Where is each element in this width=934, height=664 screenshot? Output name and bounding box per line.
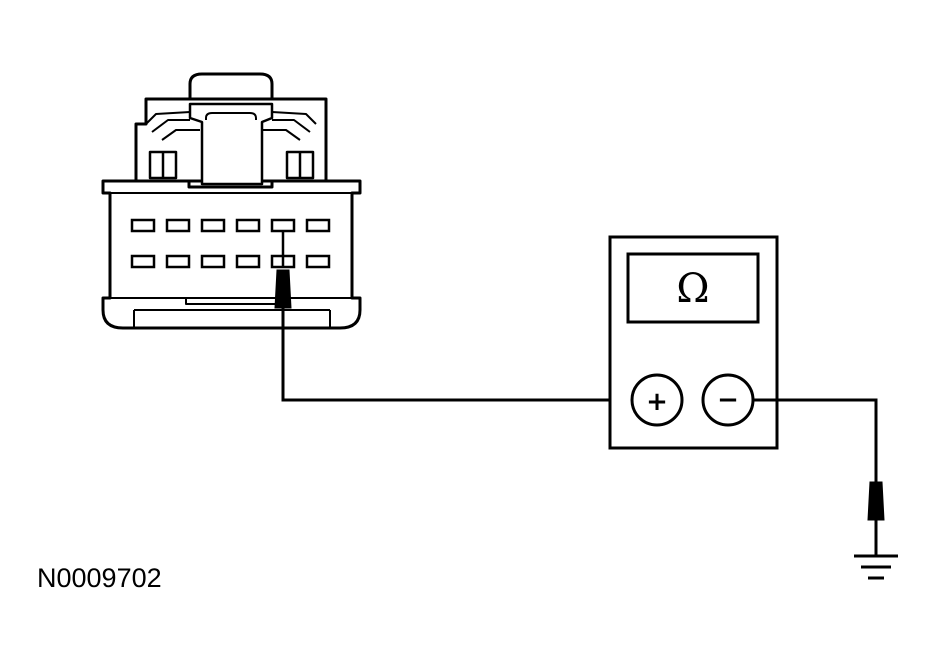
pin-cavity <box>270 218 296 233</box>
pin-cavities <box>130 218 331 269</box>
positive-terminal[interactable]: + <box>630 373 684 427</box>
pin-cavity <box>305 254 331 269</box>
meter-display <box>626 252 760 324</box>
pin-cavity <box>235 254 261 269</box>
pin-cavity <box>165 254 191 269</box>
connector-body <box>101 179 362 330</box>
connector-latch-body <box>188 102 274 186</box>
pin-cavity <box>130 254 156 269</box>
test-lead-positive <box>281 308 632 402</box>
meter-display-symbol: Ω <box>676 266 709 312</box>
connector-latch <box>188 72 274 104</box>
ground-icon <box>854 554 898 580</box>
negative-terminal-label: − <box>717 385 739 415</box>
positive-terminal-label: + <box>646 387 668 417</box>
test-lead-negative <box>753 398 878 482</box>
electrical-connector <box>101 72 362 330</box>
figure-id: N0009702 <box>37 563 162 593</box>
connector-probe <box>274 231 292 309</box>
pin-cavity <box>200 254 226 269</box>
negative-terminal[interactable]: − <box>701 373 755 427</box>
pin-cavity <box>235 218 261 233</box>
ground-probe <box>867 481 885 556</box>
pin-cavity <box>130 218 156 233</box>
pin-cavity <box>165 218 191 233</box>
ohmmeter: Ω + − <box>608 235 779 450</box>
pin-cavity <box>200 218 226 233</box>
pin-cavity <box>305 218 331 233</box>
